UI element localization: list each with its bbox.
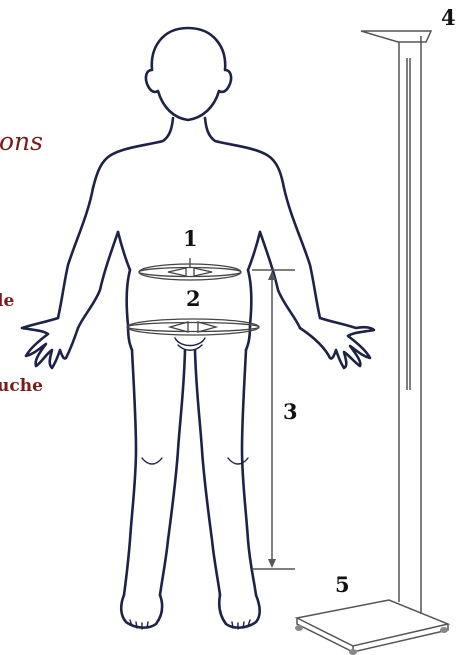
hip-tape — [127, 319, 259, 335]
label-stadiometer-base: 5 — [335, 572, 350, 597]
label-stadiometer-top: 4 — [441, 5, 456, 30]
label-leg-length: 3 — [283, 399, 298, 424]
label-hips: 2 — [186, 286, 201, 311]
side-text-top: ons — [0, 127, 43, 156]
side-text-bottom: uche — [0, 376, 43, 396]
label-waist: 1 — [183, 226, 198, 251]
side-text-middle: le — [0, 291, 14, 311]
waist-tape — [139, 258, 241, 280]
